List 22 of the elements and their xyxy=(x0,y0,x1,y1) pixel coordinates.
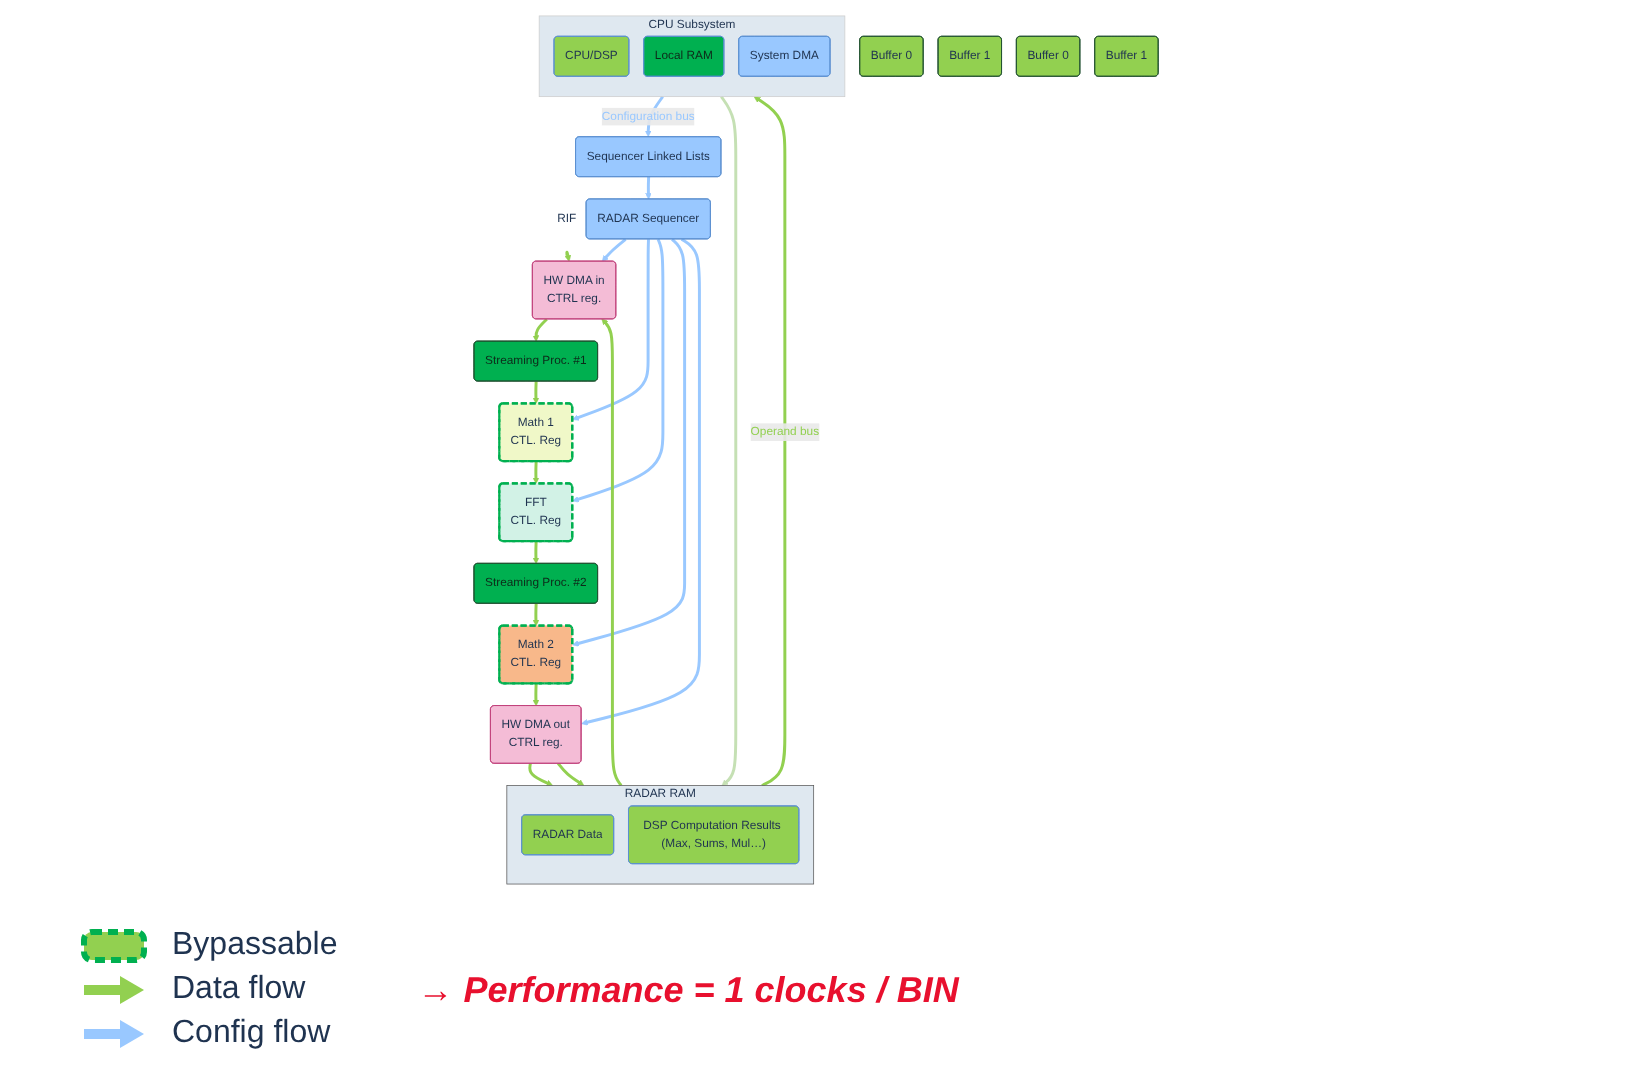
arrow xyxy=(557,762,586,786)
arrow xyxy=(529,763,554,787)
arrow xyxy=(573,238,688,647)
arrow xyxy=(754,96,788,787)
legend-label: Data flow xyxy=(172,972,306,1008)
arrow xyxy=(602,238,628,262)
arrow xyxy=(573,238,666,503)
arrow xyxy=(602,318,624,787)
arrow xyxy=(582,238,702,726)
arrow xyxy=(533,461,541,484)
arrow xyxy=(573,239,651,421)
arrow xyxy=(533,603,541,627)
legend-label: Bypassable xyxy=(172,928,338,964)
arrow xyxy=(565,250,572,262)
arrow xyxy=(721,95,739,786)
arrow xyxy=(533,541,541,564)
arrow xyxy=(533,318,549,342)
note: → Performance = 1 clocks / BIN xyxy=(417,969,959,1011)
arrow xyxy=(533,683,541,707)
legend-label: Config flow xyxy=(172,1016,331,1052)
arrow xyxy=(533,381,541,404)
arrow xyxy=(646,177,653,200)
